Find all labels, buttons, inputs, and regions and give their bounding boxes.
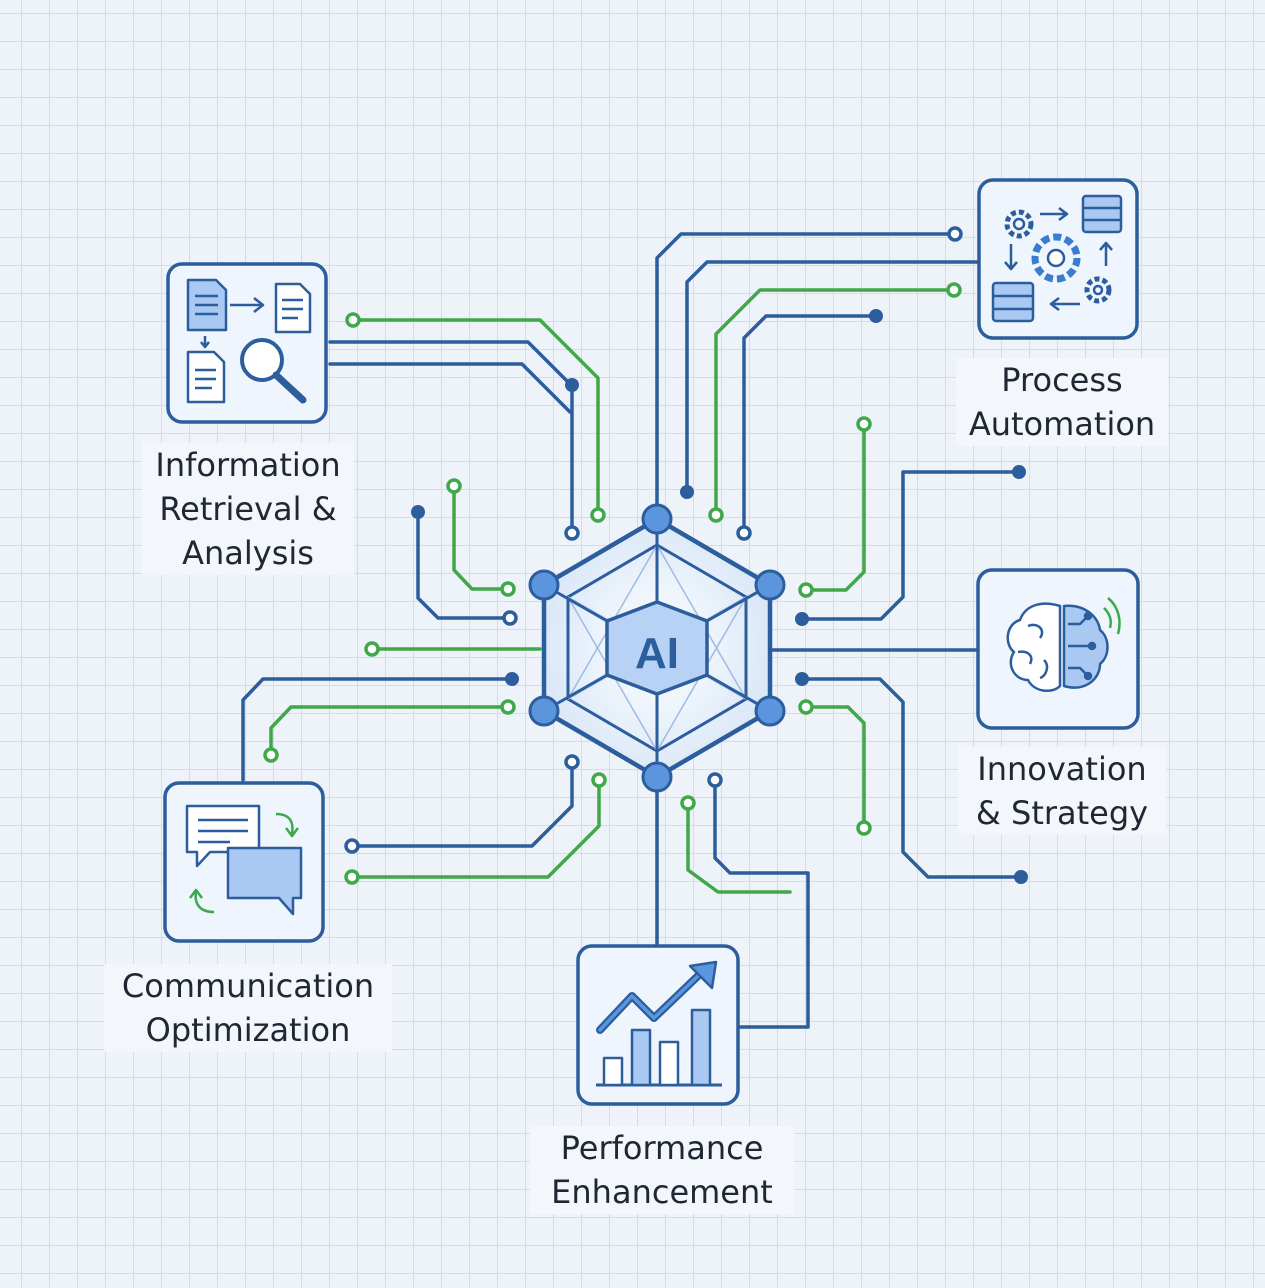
ai-center-label: AI (635, 629, 679, 678)
label-line: Information (155, 446, 341, 484)
document-search-icon (186, 278, 312, 404)
performance-enhancement-label: Performance Enhancement (530, 1126, 794, 1214)
label-line: Optimization (145, 1011, 351, 1049)
hub-node (528, 695, 560, 727)
chat-bubbles-icon (185, 804, 303, 916)
label-line: Automation (968, 405, 1156, 443)
label-line: Innovation (977, 750, 1147, 788)
information-retrieval-module (166, 262, 328, 424)
performance-enhancement-module (576, 944, 740, 1106)
hub-node (528, 569, 560, 601)
hub-node (754, 569, 786, 601)
gears-servers-icon (991, 194, 1123, 323)
label-line: & Strategy (975, 794, 1149, 832)
label-line: Analysis (182, 534, 314, 572)
innovation-strategy-label: Innovation & Strategy (958, 747, 1166, 835)
process-automation-label: Process Automation (956, 358, 1168, 446)
green-connectors (269, 288, 954, 894)
hub-node (641, 761, 673, 793)
label-line: Process (1001, 361, 1123, 399)
process-automation-module (977, 178, 1139, 340)
innovation-strategy-module (976, 568, 1140, 730)
brain-circuit-icon (1006, 597, 1121, 693)
filled-endpoints (411, 309, 1028, 884)
hub-node (754, 695, 786, 727)
information-retrieval-label: Information Retrieval & Analysis (142, 443, 354, 575)
communication-optimization-label: Communication Optimization (104, 964, 392, 1052)
label-line: Performance (560, 1129, 764, 1167)
blue-connectors (241, 232, 1023, 1029)
label-line: Enhancement (551, 1173, 773, 1211)
communication-optimization-module (163, 781, 325, 943)
label-line: Retrieval & (159, 490, 337, 528)
label-line: Communication (121, 967, 375, 1005)
ai-hub: AI (528, 503, 786, 793)
growth-chart-icon (596, 960, 722, 1087)
hub-node (641, 503, 673, 535)
open-endpoints (263, 226, 963, 885)
